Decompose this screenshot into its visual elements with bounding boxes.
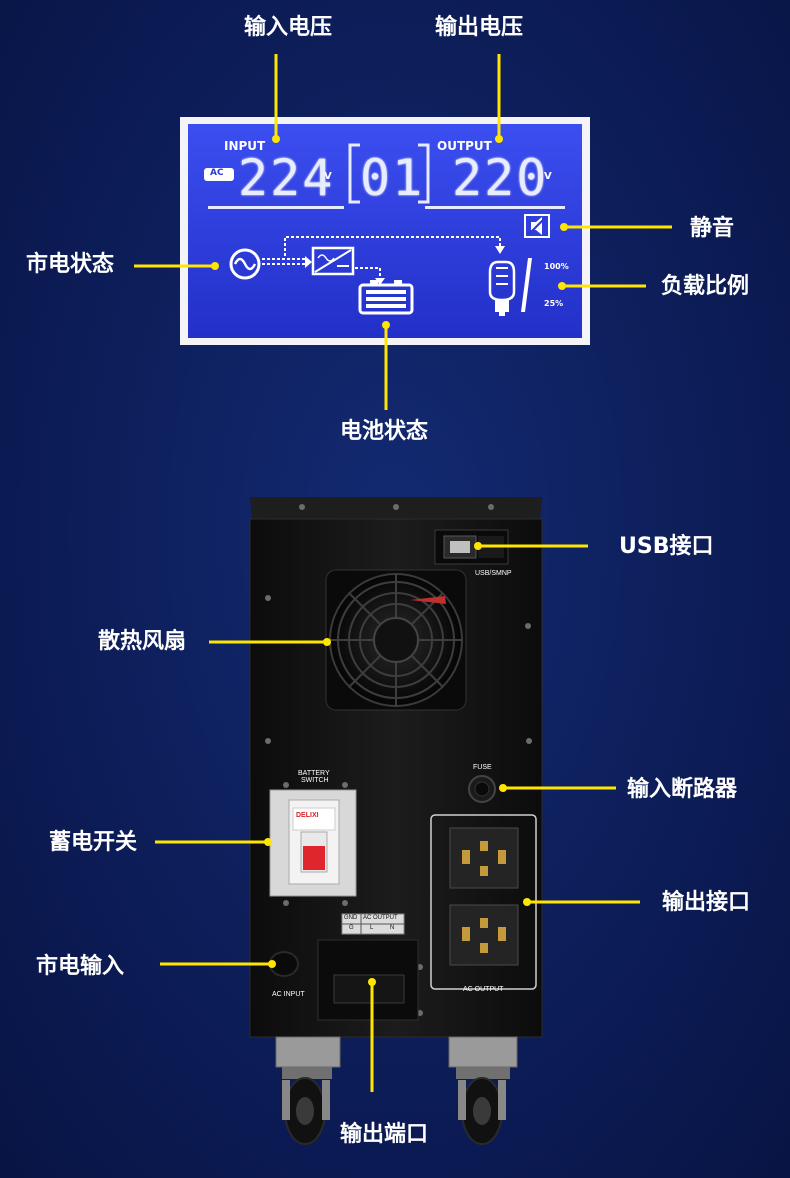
breaker-brand: DELIXI [296, 812, 319, 819]
cooling-fan [325, 569, 467, 711]
lcd-input-unit: V [324, 171, 332, 182]
lcd-load-min: 25% [544, 299, 564, 308]
caster-right [448, 1036, 518, 1145]
output-underline [425, 206, 565, 209]
flow-arrow-down-load [495, 246, 505, 254]
input-underline [208, 206, 344, 209]
callout-usb-port: USB接口 [619, 534, 714, 559]
top-callout-lines [134, 54, 672, 410]
callout-output-socket: 输出接口 [662, 890, 751, 915]
inverter-icon [311, 246, 355, 276]
lcd-load-max: 100% [544, 262, 569, 271]
callout-input-breaker: 输入断路器 [627, 777, 738, 802]
bottom-callout-dots [264, 542, 531, 986]
terminal-n-label: N [390, 925, 395, 931]
flow-arrow-right [305, 256, 312, 268]
callout-output-terminal: 输出端口 [340, 1122, 429, 1147]
usb-port-label: USB/SMNP [475, 570, 512, 577]
terminal-gnd-label: GND [344, 915, 358, 921]
output-socket-panel [430, 814, 537, 990]
output-terminal-block [317, 913, 419, 1021]
callout-cooling-fan: 散热风扇 [98, 629, 187, 654]
callout-mains-input: 市电输入 [36, 954, 125, 979]
terminal-l-label: L [370, 925, 374, 931]
lcd-output-voltage: 220 [452, 149, 549, 207]
callout-mains-status: 市电状态 [26, 252, 115, 277]
callout-load-ratio: 负载比例 [661, 274, 750, 299]
mute-icon [524, 214, 550, 238]
lcd-screen [188, 124, 582, 338]
battery-breaker [269, 789, 357, 897]
fuse-label: FUSE [473, 764, 492, 771]
load-bulb-icon [488, 260, 516, 316]
mode-bracket [348, 143, 430, 204]
callout-battery-status: 电池状态 [340, 419, 429, 444]
lcd-ac-badge: AC [210, 168, 224, 178]
lcd-output-unit: V [544, 171, 552, 182]
callout-battery-switch: 蓄电开关 [49, 830, 138, 855]
lcd-input-voltage: 224 [238, 149, 335, 207]
ac-output-label: AC OUTPUT [463, 986, 504, 993]
fuse-holder [468, 775, 496, 803]
load-level-bar [521, 258, 532, 312]
callout-output-voltage: 输出电压 [435, 15, 524, 40]
lcd-input-label: INPUT [224, 139, 266, 153]
flow-arrow-down-battery [375, 278, 385, 285]
battery-switch-label-2: SWITCH [301, 777, 329, 784]
ac-badge-box [204, 168, 234, 181]
top-callout-dots [211, 135, 568, 329]
ac-input-label: AC INPUT [272, 991, 305, 998]
battery-switch-label-1: BATTERY [298, 770, 330, 777]
bottom-callout-lines [155, 544, 640, 1092]
caster-left [275, 1036, 341, 1145]
lcd-output-label: OUTPUT [437, 139, 492, 153]
battery-icon [358, 280, 414, 315]
terminal-acout-label: AC OUTPUT [363, 915, 398, 921]
power-flow-lines [262, 236, 501, 280]
mains-sine-icon [229, 248, 261, 280]
callout-mute: 静音 [690, 216, 735, 241]
terminal-g-label: G [349, 925, 354, 931]
callout-input-voltage: 输入电压 [244, 15, 333, 40]
lcd-mode-number: 01 [360, 149, 425, 207]
